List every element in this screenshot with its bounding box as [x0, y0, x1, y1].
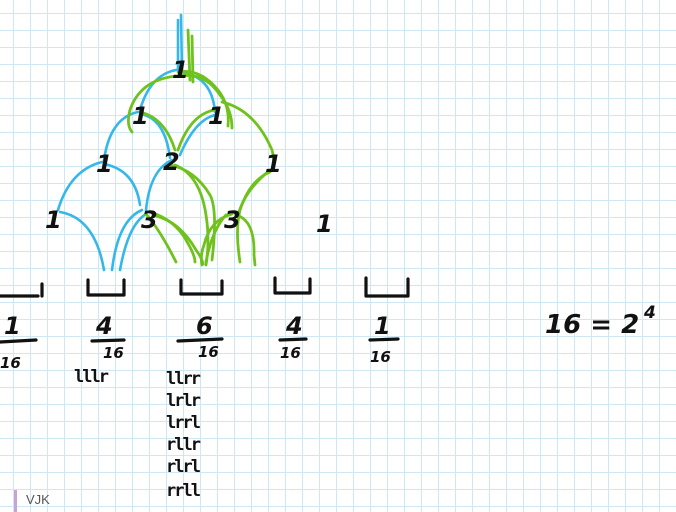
fraction-3-bar: [176, 337, 224, 343]
equation: 16 = 2 4: [545, 303, 656, 340]
fraction-1-bar: [0, 338, 38, 344]
fraction-5-num: 1: [374, 312, 391, 340]
equation-exponent: 4: [643, 303, 656, 323]
tree-r3-3: 3: [224, 206, 241, 234]
footer-label: VJK: [14, 490, 50, 512]
bin-3: [179, 278, 224, 296]
fraction-3: 6 16: [176, 312, 224, 361]
tally-bin3-5: rlrl: [166, 457, 201, 477]
pascal-tree: 1 1 1 1 2 1 1 3 3 1: [45, 56, 333, 238]
tree-r3-4: 1: [316, 210, 333, 238]
tree-r3-1: 1: [45, 206, 62, 234]
tree-r1-left: 1: [132, 102, 149, 130]
tally-bin3-1: llrr: [166, 369, 201, 389]
fraction-3-num: 6: [196, 312, 213, 340]
tally-list-bin3: llrr lrlr lrrl rllr rlrl rrll: [166, 369, 203, 501]
fraction-4-bar: [278, 337, 308, 342]
fraction-4: 4 16: [278, 312, 308, 362]
bin-1: [0, 282, 44, 298]
tally-bin3-3: lrrl: [166, 413, 201, 433]
fraction-1-num: 1: [4, 312, 21, 340]
tree-r3-2: 3: [141, 206, 158, 234]
tree-r2-left: 1: [96, 150, 113, 178]
tally-bin3-4: rllr: [166, 435, 201, 455]
fraction-5-den: 16: [370, 348, 391, 366]
green-paths: [127, 28, 275, 267]
tree-r2-right: 1: [265, 150, 282, 178]
tally-bin2-1: lllr: [74, 367, 109, 387]
bin-4: [273, 276, 312, 295]
fraction-5-bar: [368, 337, 400, 342]
fraction-3-den: 16: [198, 343, 219, 361]
fraction-4-den: 16: [280, 344, 301, 362]
bin-2: [86, 278, 126, 297]
tally-bin3-2: lrlr: [166, 391, 201, 411]
tree-r1-right: 1: [208, 102, 225, 130]
footer-text: VJK: [26, 492, 50, 507]
fraction-2-bar: [90, 338, 126, 343]
blue-paths: [56, 13, 217, 272]
fraction-2: 4 16: [90, 312, 126, 362]
tally-list-bin2: lllr: [74, 367, 111, 387]
bins: [0, 276, 410, 298]
bin-5: [364, 276, 410, 298]
tally-bin3-6: rrll: [166, 481, 201, 501]
fraction-2-num: 4: [95, 312, 113, 340]
fraction-2-den: 16: [103, 344, 124, 362]
fraction-4-num: 4: [285, 312, 303, 340]
fractions: 1 16 4 16 6 16 4 16 1 16: [0, 312, 400, 372]
fraction-1-den: 16: [0, 354, 21, 372]
fraction-5: 1 16: [368, 312, 400, 366]
tree-r2-mid: 2: [163, 148, 180, 176]
equation-left: 16 = 2: [545, 310, 639, 340]
tree-apex: 1: [172, 56, 189, 84]
fraction-1: 1 16: [0, 312, 38, 372]
